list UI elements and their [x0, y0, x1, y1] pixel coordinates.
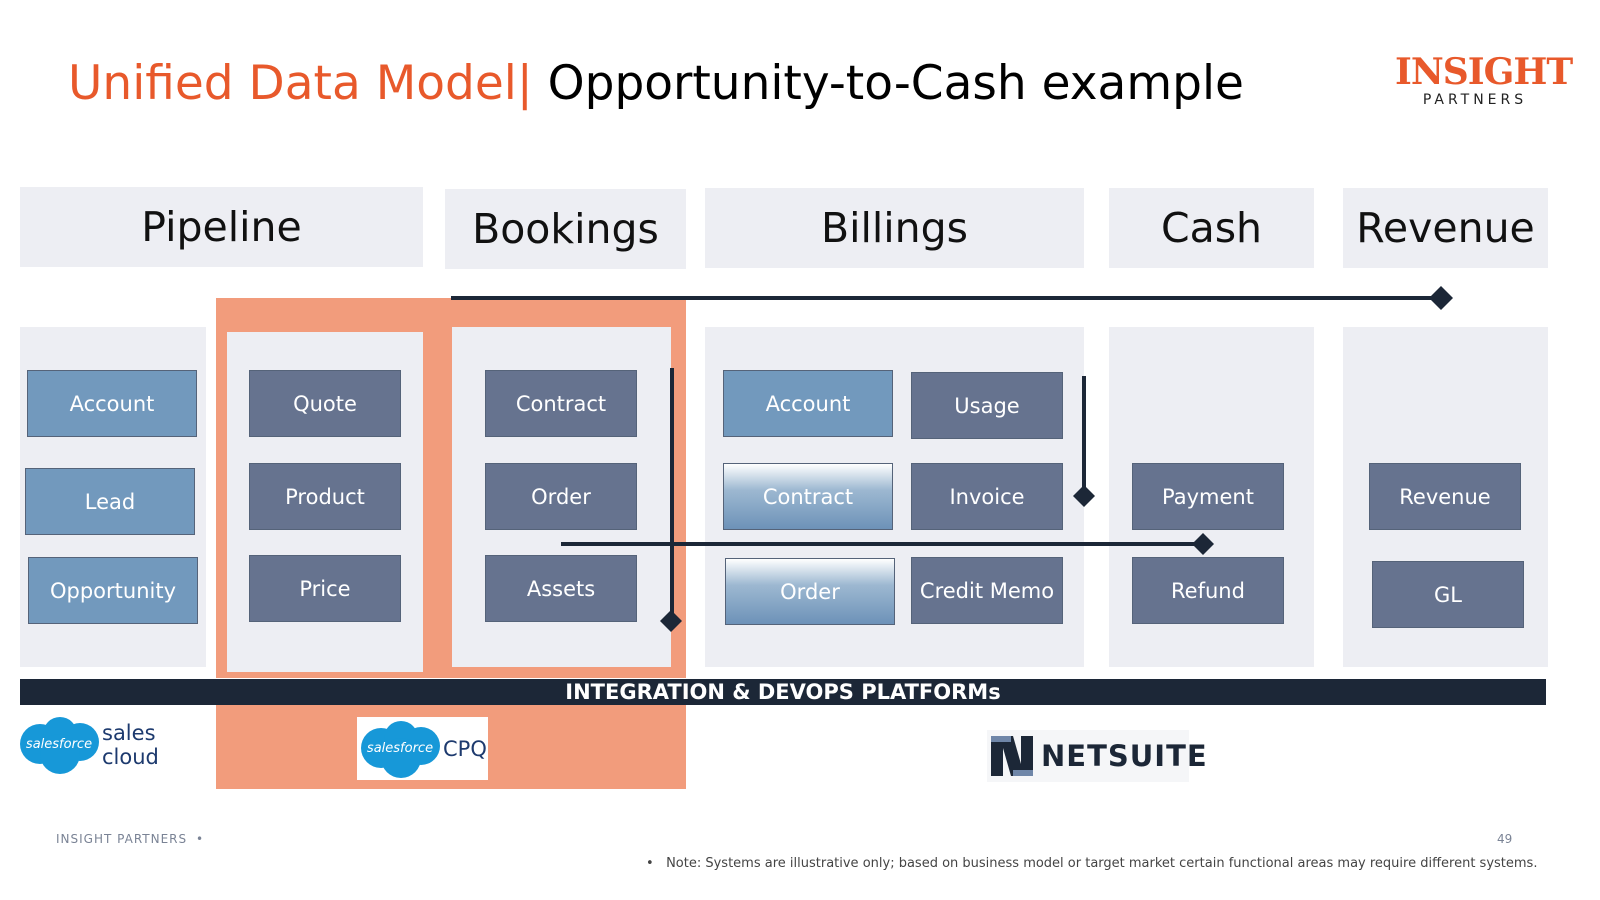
entity-billing-order: Order [725, 558, 895, 625]
header-revenue: Revenue [1343, 188, 1548, 268]
logo-line-2: PARTNERS [1422, 92, 1528, 108]
entity-pipeline-account: Account [27, 370, 197, 437]
footnote: • Note: Systems are illustrative only; b… [646, 856, 1537, 871]
footer-separator-dot: • [196, 832, 204, 846]
system-netsuite: NETSUITE [987, 730, 1207, 782]
entity-lead: Lead [25, 468, 195, 535]
entity-usage: Usage [911, 372, 1063, 439]
connector-top-arrowhead [1429, 286, 1453, 310]
entity-quote: Quote [249, 370, 401, 437]
footer-brand: INSIGHT PARTNERS [56, 832, 188, 846]
header-cash: Cash [1109, 188, 1314, 268]
connector-middle-arrowhead [1192, 533, 1214, 555]
entity-billing-contract: Contract [723, 463, 893, 530]
salesforce-wordmark: salesforce [367, 741, 433, 756]
salesforce-cloud-icon: salesforce [361, 720, 440, 778]
entity-opportunity: Opportunity [28, 557, 198, 624]
entity-refund: Refund [1132, 557, 1284, 624]
page-title: Unified Data Model| Opportunity-to-Cash … [68, 52, 1244, 116]
salesforce-wordmark: salesforce [26, 737, 92, 752]
netsuite-label: NETSUITE [1041, 739, 1208, 773]
title-part-1: Unified Data Model| [68, 56, 533, 111]
cpq-label: CPQ [443, 736, 487, 761]
entity-gl: GL [1372, 561, 1524, 628]
entity-credit-memo: Credit Memo [911, 557, 1063, 624]
header-billings: Billings [705, 188, 1084, 268]
footnote-bullet: • [646, 856, 667, 871]
entity-product: Product [249, 463, 401, 530]
salesforce-cloud-icon: salesforce [20, 716, 99, 774]
logo-line-1: INSIGHT [1395, 51, 1573, 93]
sales-cloud-label: sales cloud [102, 720, 159, 769]
title-part-2: Opportunity-to-Cash example [547, 56, 1244, 111]
integration-bar: INTEGRATION & DEVOPS PLATFORMs [20, 679, 1546, 705]
insight-partners-logo: INSIGHT PARTNERS [1395, 51, 1573, 108]
system-salesforce-cpq: salesforce CPQ [357, 717, 488, 780]
entity-billing-account: Account [723, 370, 893, 437]
connector-bookings-arrowhead [660, 610, 682, 632]
header-bookings: Bookings [445, 189, 686, 269]
entity-contract: Contract [485, 370, 637, 437]
entity-payment: Payment [1132, 463, 1284, 530]
entity-order: Order [485, 463, 637, 530]
footnote-text: Note: Systems are illustrative only; bas… [666, 856, 1538, 871]
connector-usage-arrowhead [1073, 485, 1095, 507]
entity-assets: Assets [485, 555, 637, 622]
page-number: 49 [1497, 832, 1513, 846]
entity-invoice: Invoice [911, 463, 1063, 530]
system-salesforce-sales-cloud: salesforce sales cloud [16, 713, 204, 776]
entity-price: Price [249, 555, 401, 622]
entity-revenue: Revenue [1369, 463, 1521, 530]
netsuite-n-icon [991, 736, 1033, 776]
header-pipeline: Pipeline [20, 187, 423, 267]
